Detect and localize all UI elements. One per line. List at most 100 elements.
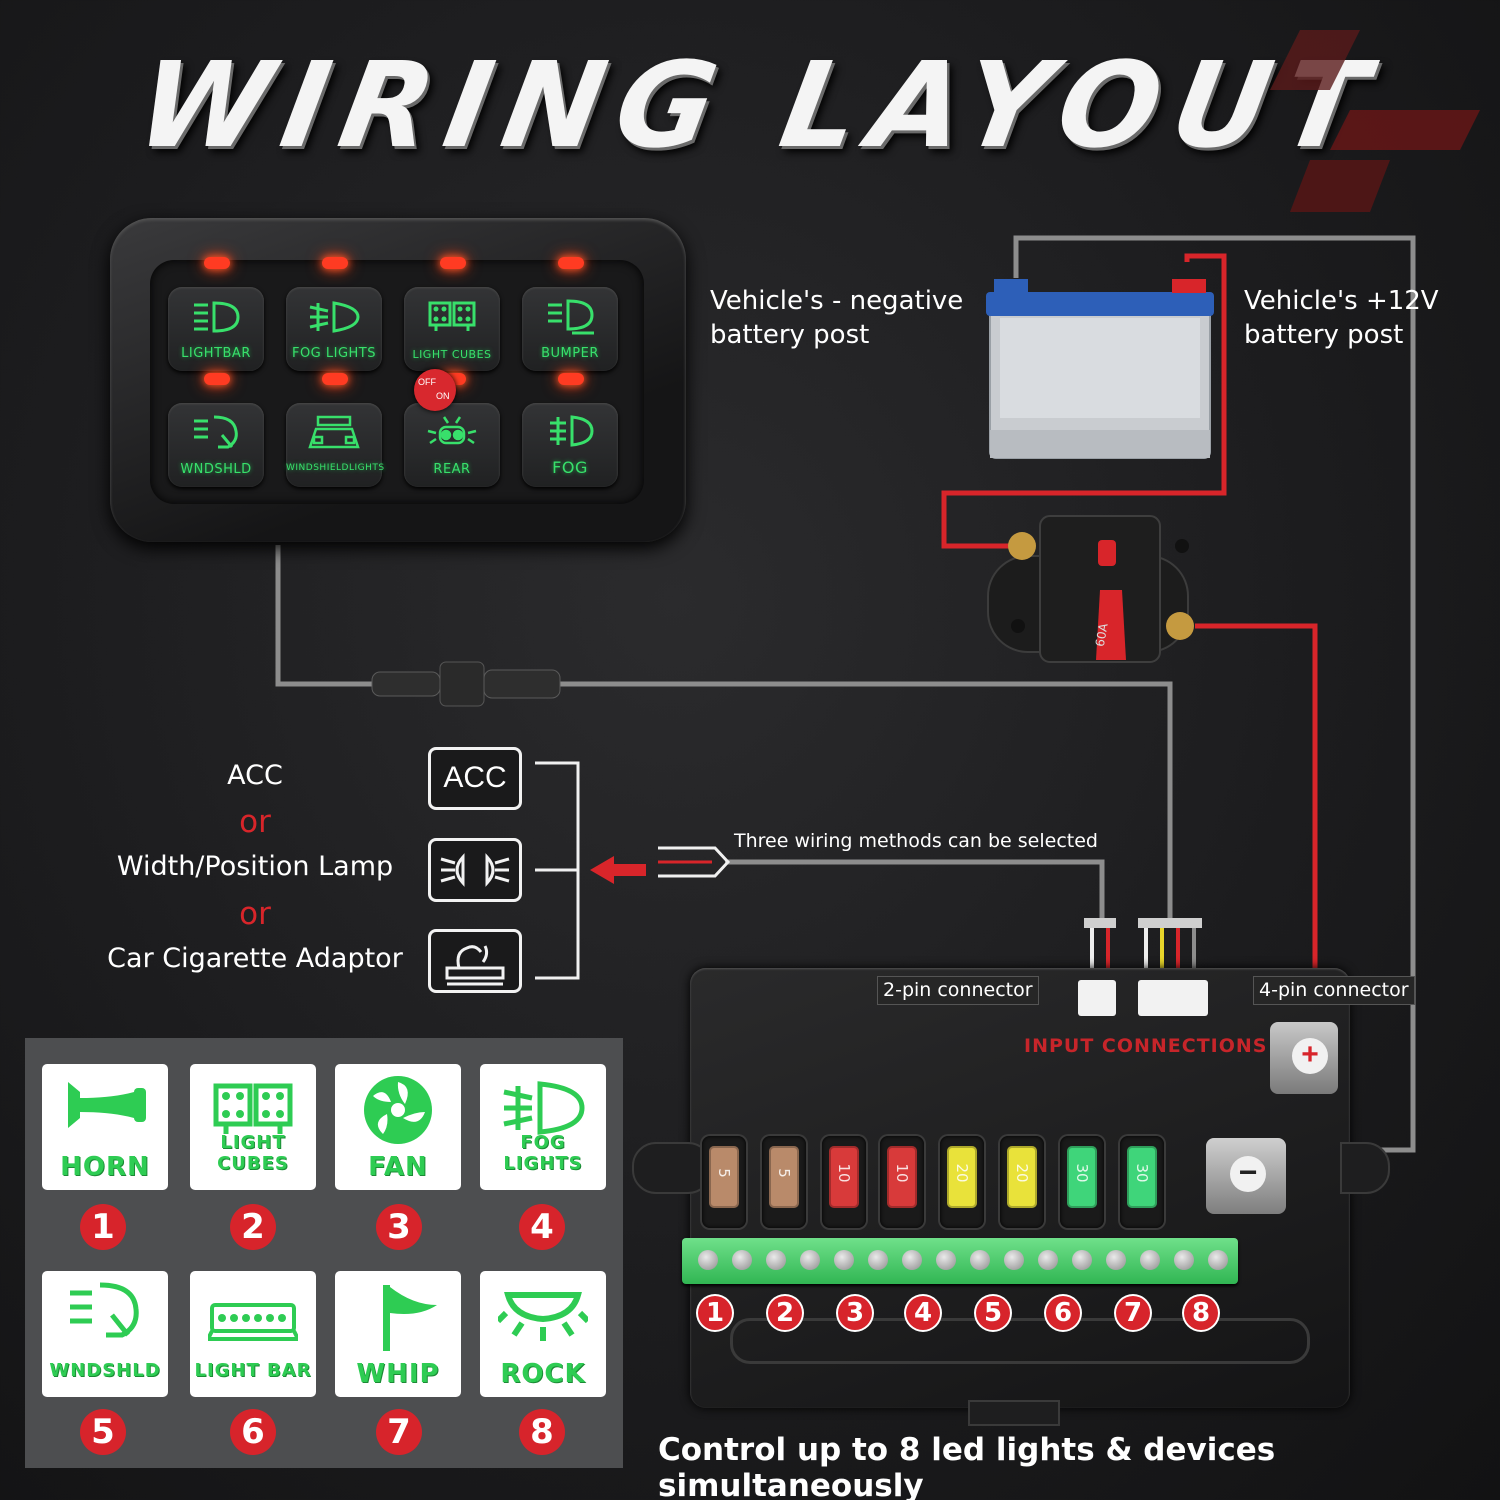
four-pin-connector-plug[interactable]: [1138, 980, 1208, 1016]
switch-windshield-lights[interactable]: WINDSHIELDLIGHTS: [286, 373, 384, 487]
selection-arrow: [590, 846, 731, 884]
device-tile-whip: WHIP: [335, 1271, 461, 1397]
device-tile-light-bar: LIGHT BAR: [190, 1271, 316, 1397]
light-cubes-icon: [213, 1083, 293, 1134]
terminal-screw[interactable]: [1140, 1250, 1160, 1270]
fuse-rating: 5: [775, 1168, 793, 1178]
windshield-light-icon: [194, 415, 238, 449]
terminal-screw[interactable]: [1106, 1250, 1126, 1270]
two-pin-connector-plug[interactable]: [1078, 980, 1116, 1016]
blade-fuse[interactable]: 10: [829, 1146, 859, 1208]
blade-fuse[interactable]: 10: [887, 1146, 917, 1208]
blade-fuse[interactable]: 30: [1067, 1146, 1097, 1208]
switch-lightbar[interactable]: LIGHTBAR: [168, 257, 264, 371]
power-on-label: ON: [436, 391, 450, 401]
fuse-rating: 10: [835, 1163, 853, 1183]
mounting-tab: [968, 1400, 1060, 1426]
light-bar-icon: [194, 301, 240, 333]
fuse-holder: 5: [702, 1136, 746, 1228]
fuse-holder: 20: [1000, 1136, 1044, 1228]
switch-rear[interactable]: REAR: [404, 373, 500, 487]
terminal-screw[interactable]: [1208, 1250, 1228, 1270]
negative-post-line-1: Vehicle's - negative: [710, 286, 964, 316]
device-label: FAN: [368, 1152, 428, 1182]
terminal-screw[interactable]: [936, 1250, 956, 1270]
device-tile-windshield: WNDSHLD: [42, 1271, 168, 1397]
switch-label: REAR: [433, 462, 471, 477]
horn-icon: [68, 1082, 146, 1128]
indicator-led: [204, 373, 230, 385]
terminal-screw[interactable]: [902, 1250, 922, 1270]
light-cubes-icon: [428, 301, 476, 331]
page-title: WIRING LAYOUT: [127, 36, 1391, 174]
switch-fog[interactable]: FOG: [522, 373, 618, 487]
switch-light-cubes[interactable]: LIGHT CUBES: [404, 257, 500, 371]
two-pin-connector-label: 2-pin connector: [877, 976, 1039, 1005]
device-number-badge: 2: [230, 1204, 276, 1250]
device-icon-grid: HORN LIGHT CUBES FAN FOG LIGHTS WNDSHLD …: [25, 1038, 623, 1468]
terminal-number-badge: 5: [976, 1296, 1010, 1330]
terminal-number-badge: 3: [838, 1296, 872, 1330]
blade-fuse[interactable]: 20: [947, 1146, 977, 1208]
terminal-number-badge: 8: [1184, 1296, 1218, 1330]
device-number-badge: 8: [519, 1409, 565, 1455]
power-button[interactable]: OFF ON: [414, 369, 456, 411]
inline-connector-icon: [371, 661, 561, 707]
four-pin-connector-label: 4-pin connector: [1253, 976, 1415, 1005]
device-number-badge: 7: [376, 1409, 422, 1455]
blade-fuse[interactable]: 20: [1007, 1146, 1037, 1208]
terminal-screw[interactable]: [834, 1250, 854, 1270]
rock-light-icon: [498, 1292, 588, 1341]
battery-icon: [986, 279, 1214, 459]
fuse-rating: 20: [953, 1163, 971, 1183]
device-number-badge: 5: [80, 1409, 126, 1455]
terminal-screw[interactable]: [732, 1250, 752, 1270]
blade-fuse[interactable]: 5: [709, 1146, 739, 1208]
windshield-bar-icon: [308, 415, 360, 449]
device-label: FOG LIGHTS: [503, 1132, 583, 1174]
positive-post: +: [1270, 1022, 1338, 1094]
blade-fuse[interactable]: 5: [769, 1146, 799, 1208]
cigarette-adaptor-icon: [445, 945, 505, 986]
plus-icon: +: [1292, 1038, 1328, 1074]
cigarette-option-box: [428, 929, 522, 993]
fog-icon: [550, 415, 594, 447]
positive-post-label: Vehicle's +12V battery post: [1244, 284, 1439, 352]
fuse-holder: 5: [762, 1136, 806, 1228]
terminal-screw[interactable]: [1174, 1250, 1194, 1270]
circuit-breaker-icon: [987, 515, 1194, 663]
terminal-screw[interactable]: [800, 1250, 820, 1270]
blade-fuse[interactable]: 30: [1127, 1146, 1157, 1208]
switch-label: FOG: [552, 458, 588, 477]
terminal-screw[interactable]: [1072, 1250, 1092, 1270]
mounting-ear-right: [1340, 1142, 1390, 1194]
switch-bumper[interactable]: BUMPER: [522, 257, 618, 371]
terminal-screw[interactable]: [1004, 1250, 1024, 1270]
switch-fog-lights[interactable]: FOG LIGHTS: [286, 257, 382, 371]
terminal-number-badge: 1: [698, 1296, 732, 1330]
device-number-badge: 3: [376, 1204, 422, 1250]
device-tile-fog-lights: FOG LIGHTS: [480, 1064, 606, 1190]
switch-panel: LIGHTBAR FOG LIGHTS LIGHT CUBES BUMPER: [110, 218, 686, 542]
fuse-holder: 30: [1120, 1136, 1164, 1228]
light-bar-icon: [208, 1303, 298, 1341]
device-number-badge: 1: [80, 1204, 126, 1250]
whip-flag-icon: [383, 1285, 437, 1351]
positive-post-line-1: Vehicle's +12V: [1244, 286, 1439, 316]
terminal-screw[interactable]: [1038, 1250, 1058, 1270]
negative-post-label: Vehicle's - negative battery post: [710, 284, 963, 352]
terminal-screw[interactable]: [766, 1250, 786, 1270]
acc-option-box: ACC: [428, 747, 522, 810]
position-lamp-icon: [440, 853, 510, 887]
terminal-screw[interactable]: [970, 1250, 990, 1270]
device-label: ROCK: [500, 1359, 586, 1389]
indicator-led: [558, 257, 584, 269]
terminal-screw[interactable]: [698, 1250, 718, 1270]
indicator-led: [204, 257, 230, 269]
wiring-methods-note: Three wiring methods can be selected: [734, 830, 1098, 852]
terminal-screw[interactable]: [868, 1250, 888, 1270]
fuse-holder: 10: [822, 1136, 866, 1228]
switch-windshield[interactable]: WNDSHLD: [168, 373, 264, 487]
